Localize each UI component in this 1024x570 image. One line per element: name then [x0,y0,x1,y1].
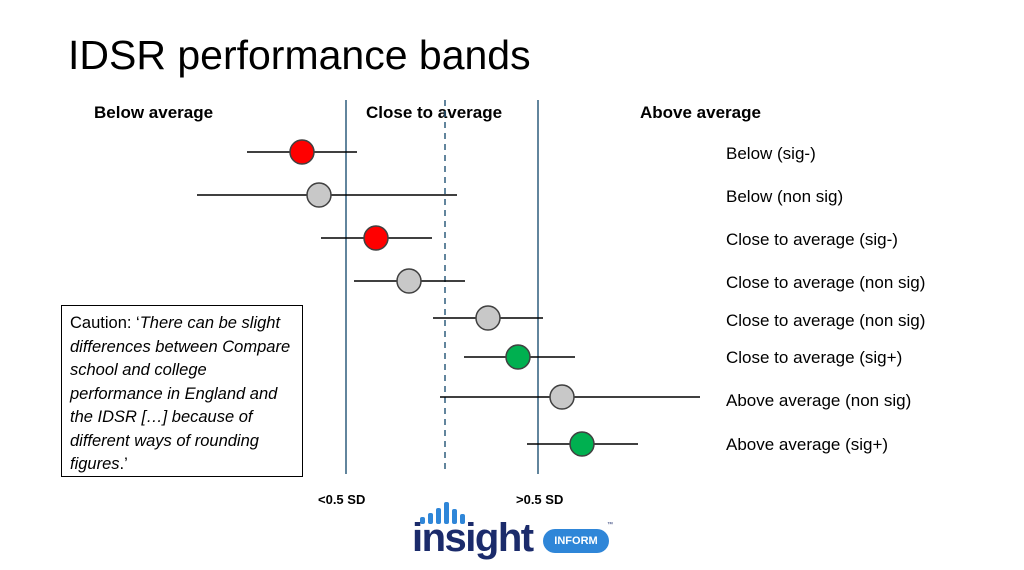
caution-suffix: .’ [119,455,128,473]
estimate-point [505,344,531,370]
band-label-above: Above average [640,103,761,122]
logo-badge: INFORM [543,529,609,553]
caution-quote: There can be slight differences between … [70,314,291,473]
band-label-close: Close to average [366,103,503,122]
row-label: Below (sig-) [726,144,816,163]
lower-threshold-label: <0.5 SD [318,492,366,507]
plot-rows [197,139,700,457]
row-label: Close to average (non sig) [726,273,926,292]
row-label: Below (non sig) [726,187,844,206]
logo-trademark: ™ [607,522,613,528]
estimate-point [306,182,332,208]
estimate-point [569,431,595,457]
estimate-point [549,384,575,410]
logo-bar [444,502,449,524]
upper-threshold-label: >0.5 SD [516,492,564,507]
estimate-point [289,139,315,165]
logo-bar [460,514,465,524]
row-label: Above average (sig+) [726,435,889,454]
caution-prefix: Caution: ‘ [70,314,140,332]
estimate-point [396,268,422,294]
row-label: Above average (non sig) [726,391,912,410]
estimate-point [475,305,501,331]
logo-bars-icon [420,500,480,524]
row-label: Close to average (non sig) [726,311,926,330]
band-label-below: Below average [94,103,214,122]
logo-bar [452,509,457,524]
slide-title: IDSR performance bands [68,32,531,78]
logo-bar [420,517,425,524]
row-label: Close to average (sig+) [726,348,903,367]
logo-bar [428,513,433,524]
logo-wordmark: insight [412,516,534,560]
insight-inform-logo: insight INFORM ™ [412,500,622,564]
row-label: Close to average (sig-) [726,230,898,249]
caution-box: Caution: ‘There can be slight difference… [61,305,303,477]
estimate-point [363,225,389,251]
logo-bar [436,508,441,524]
